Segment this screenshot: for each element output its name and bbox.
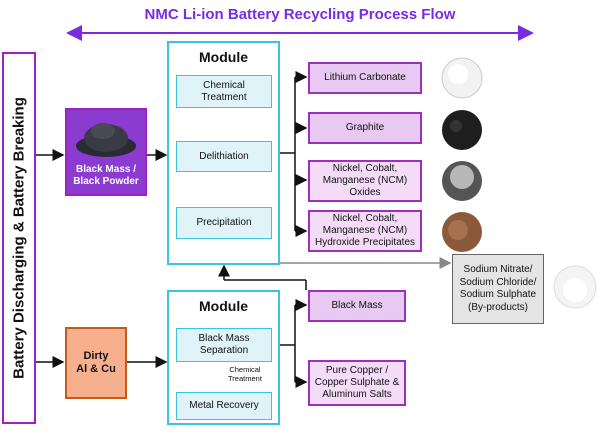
sodium-salts-image [553, 265, 597, 309]
lithium-carbonate-image [441, 57, 483, 99]
black-mass-input-box: Black Mass / Black Powder [65, 108, 147, 196]
step-delithiation: Delithiation [176, 141, 272, 172]
byproducts-box: Sodium Nitrate/ Sodium Chloride/ Sodium … [452, 254, 544, 324]
module-bottom-title: Module [199, 298, 248, 314]
dirty-al-cu-box: Dirty Al & Cu [65, 327, 127, 399]
step-black-mass-separation: Black Mass Separation [176, 328, 272, 362]
output-lithium-carbonate: Lithium Carbonate [308, 62, 422, 94]
module-top-title: Module [199, 49, 248, 65]
output-ncm-hydroxide: Nickel, Cobalt, Manganese (NCM) Hydroxid… [308, 210, 422, 252]
step-metal-recovery: Metal Recovery [176, 392, 272, 420]
battery-discharging-box: Battery Discharging & Battery Breaking [2, 52, 36, 424]
black-powder-image [76, 123, 136, 157]
ncm-oxides-image [442, 161, 482, 201]
step-chemical-treatment: Chemical Treatment [176, 75, 272, 108]
output-graphite: Graphite [308, 112, 422, 144]
output-black-mass: Black Mass [308, 290, 406, 322]
chemical-treatment-note: Chemical Treatment [228, 365, 262, 383]
ncm-hydroxide-image [442, 212, 482, 252]
black-mass-input-label: Black Mass / Black Powder [73, 164, 139, 187]
output-copper-aluminum: Pure Copper / Copper Sulphate & Aluminum… [308, 360, 406, 406]
output-ncm-oxides: Nickel, Cobalt, Manganese (NCM) Oxides [308, 160, 422, 202]
step-precipitation: Precipitation [176, 207, 272, 239]
graphite-image [442, 110, 482, 150]
battery-discharging-label: Battery Discharging & Battery Breaking [10, 97, 28, 379]
diagram-title: NMC Li-ion Battery Recycling Process Flo… [144, 6, 456, 23]
